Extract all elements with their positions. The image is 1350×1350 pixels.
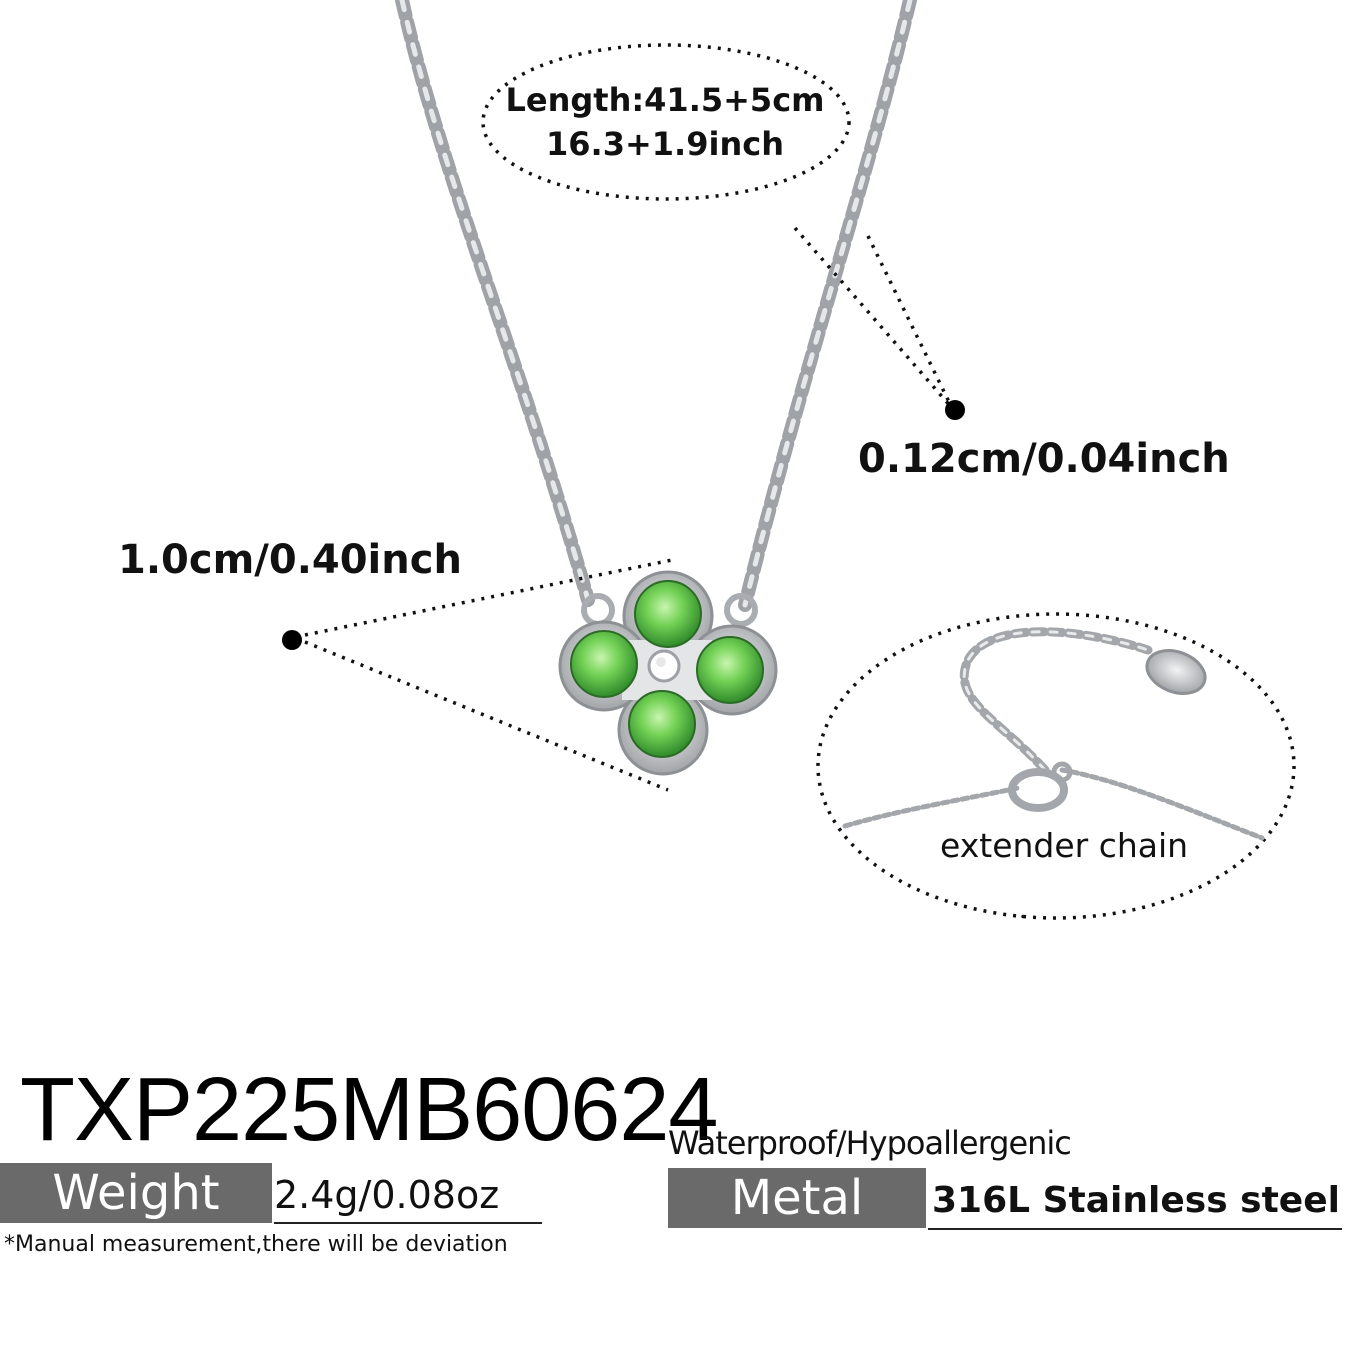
measurement-note: *Manual measurement,there will be deviat… [4, 1232, 508, 1257]
extender-tag-icon [1145, 649, 1207, 695]
extender-chain-label: extender chain [940, 826, 1189, 865]
necklace-chain [395, 0, 917, 612]
weight-tag: Weight [0, 1163, 272, 1223]
chain-width-callout [793, 226, 954, 410]
chain-width-dot [945, 400, 965, 420]
length-callout-ellipse [481, 43, 851, 201]
lobster-clasp-icon [1008, 761, 1073, 812]
pendant-size-label: 1.0cm/0.40inch [118, 537, 462, 583]
necklace-illustration [282, 0, 1296, 920]
pendant-size-dot [282, 630, 302, 650]
metal-tag: Metal [668, 1168, 926, 1228]
weight-value: 2.4g/0.08oz [274, 1166, 542, 1224]
features-text: Waterproof/Hypoallergenic [668, 1124, 1072, 1162]
chain-width-label: 0.12cm/0.04inch [858, 436, 1230, 482]
extender-callout-ellipse [816, 612, 1296, 920]
extender-chain-icon [842, 627, 1265, 841]
length-inch: 16.3+1.9inch [546, 125, 784, 163]
pendant-size-callout [304, 558, 673, 792]
metal-value: 316L Stainless steel [928, 1172, 1342, 1230]
length-label: Length:41.5+5cm 16.3+1.9inch [485, 78, 845, 166]
product-sku: TXP225MB60624 [20, 1060, 718, 1160]
four-leaf-clover-pendant-icon [558, 570, 778, 776]
length-cm: Length:41.5+5cm [505, 81, 825, 119]
